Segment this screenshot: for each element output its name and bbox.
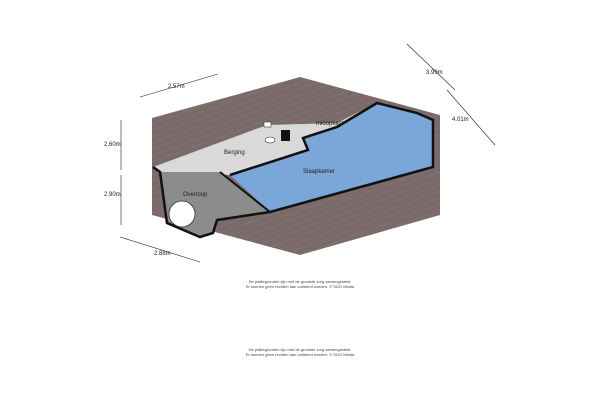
spiral-stair-icon bbox=[168, 200, 196, 228]
dimension-bottom-left: 2.88m bbox=[154, 251, 171, 257]
sink-icon bbox=[263, 121, 272, 128]
wall-block bbox=[281, 130, 290, 141]
room-label-inloopkast: Inloopkast bbox=[316, 121, 344, 127]
room-label-overloop: Overloop bbox=[183, 192, 208, 198]
wall bbox=[219, 171, 271, 213]
room-label-slaapkamer: Slaapkamer bbox=[303, 169, 335, 175]
toilet-icon bbox=[264, 136, 276, 144]
disclaimer-top: De plattegronden zijn met de grootste zo… bbox=[0, 279, 600, 289]
slaapkamer-floor bbox=[230, 103, 433, 212]
dimension-right: 4.01m bbox=[452, 117, 469, 123]
dimension-lines bbox=[119, 43, 496, 263]
dimension-top-right: 3.99m bbox=[426, 70, 443, 76]
disclaimer-line2: Er kunnen geen rechten aan ontleend word… bbox=[245, 284, 355, 289]
dimension-top-left: 2.57m bbox=[168, 84, 185, 90]
disclaimer-bottom: De plattegronden zijn met de grootste zo… bbox=[0, 347, 600, 357]
dimension-left-upper: 2.60m bbox=[104, 142, 121, 148]
disclaimer-line1: De plattegronden zijn met de grootste zo… bbox=[248, 347, 352, 352]
dimension-left-lower: 2.90m bbox=[104, 192, 121, 198]
walls bbox=[152, 101, 435, 239]
room-label-berging: Berging bbox=[224, 150, 245, 156]
disclaimer-line2: Er kunnen geen rechten aan ontleend word… bbox=[245, 352, 355, 357]
disclaimer-line1: De plattegronden zijn met de grootste zo… bbox=[248, 279, 352, 284]
